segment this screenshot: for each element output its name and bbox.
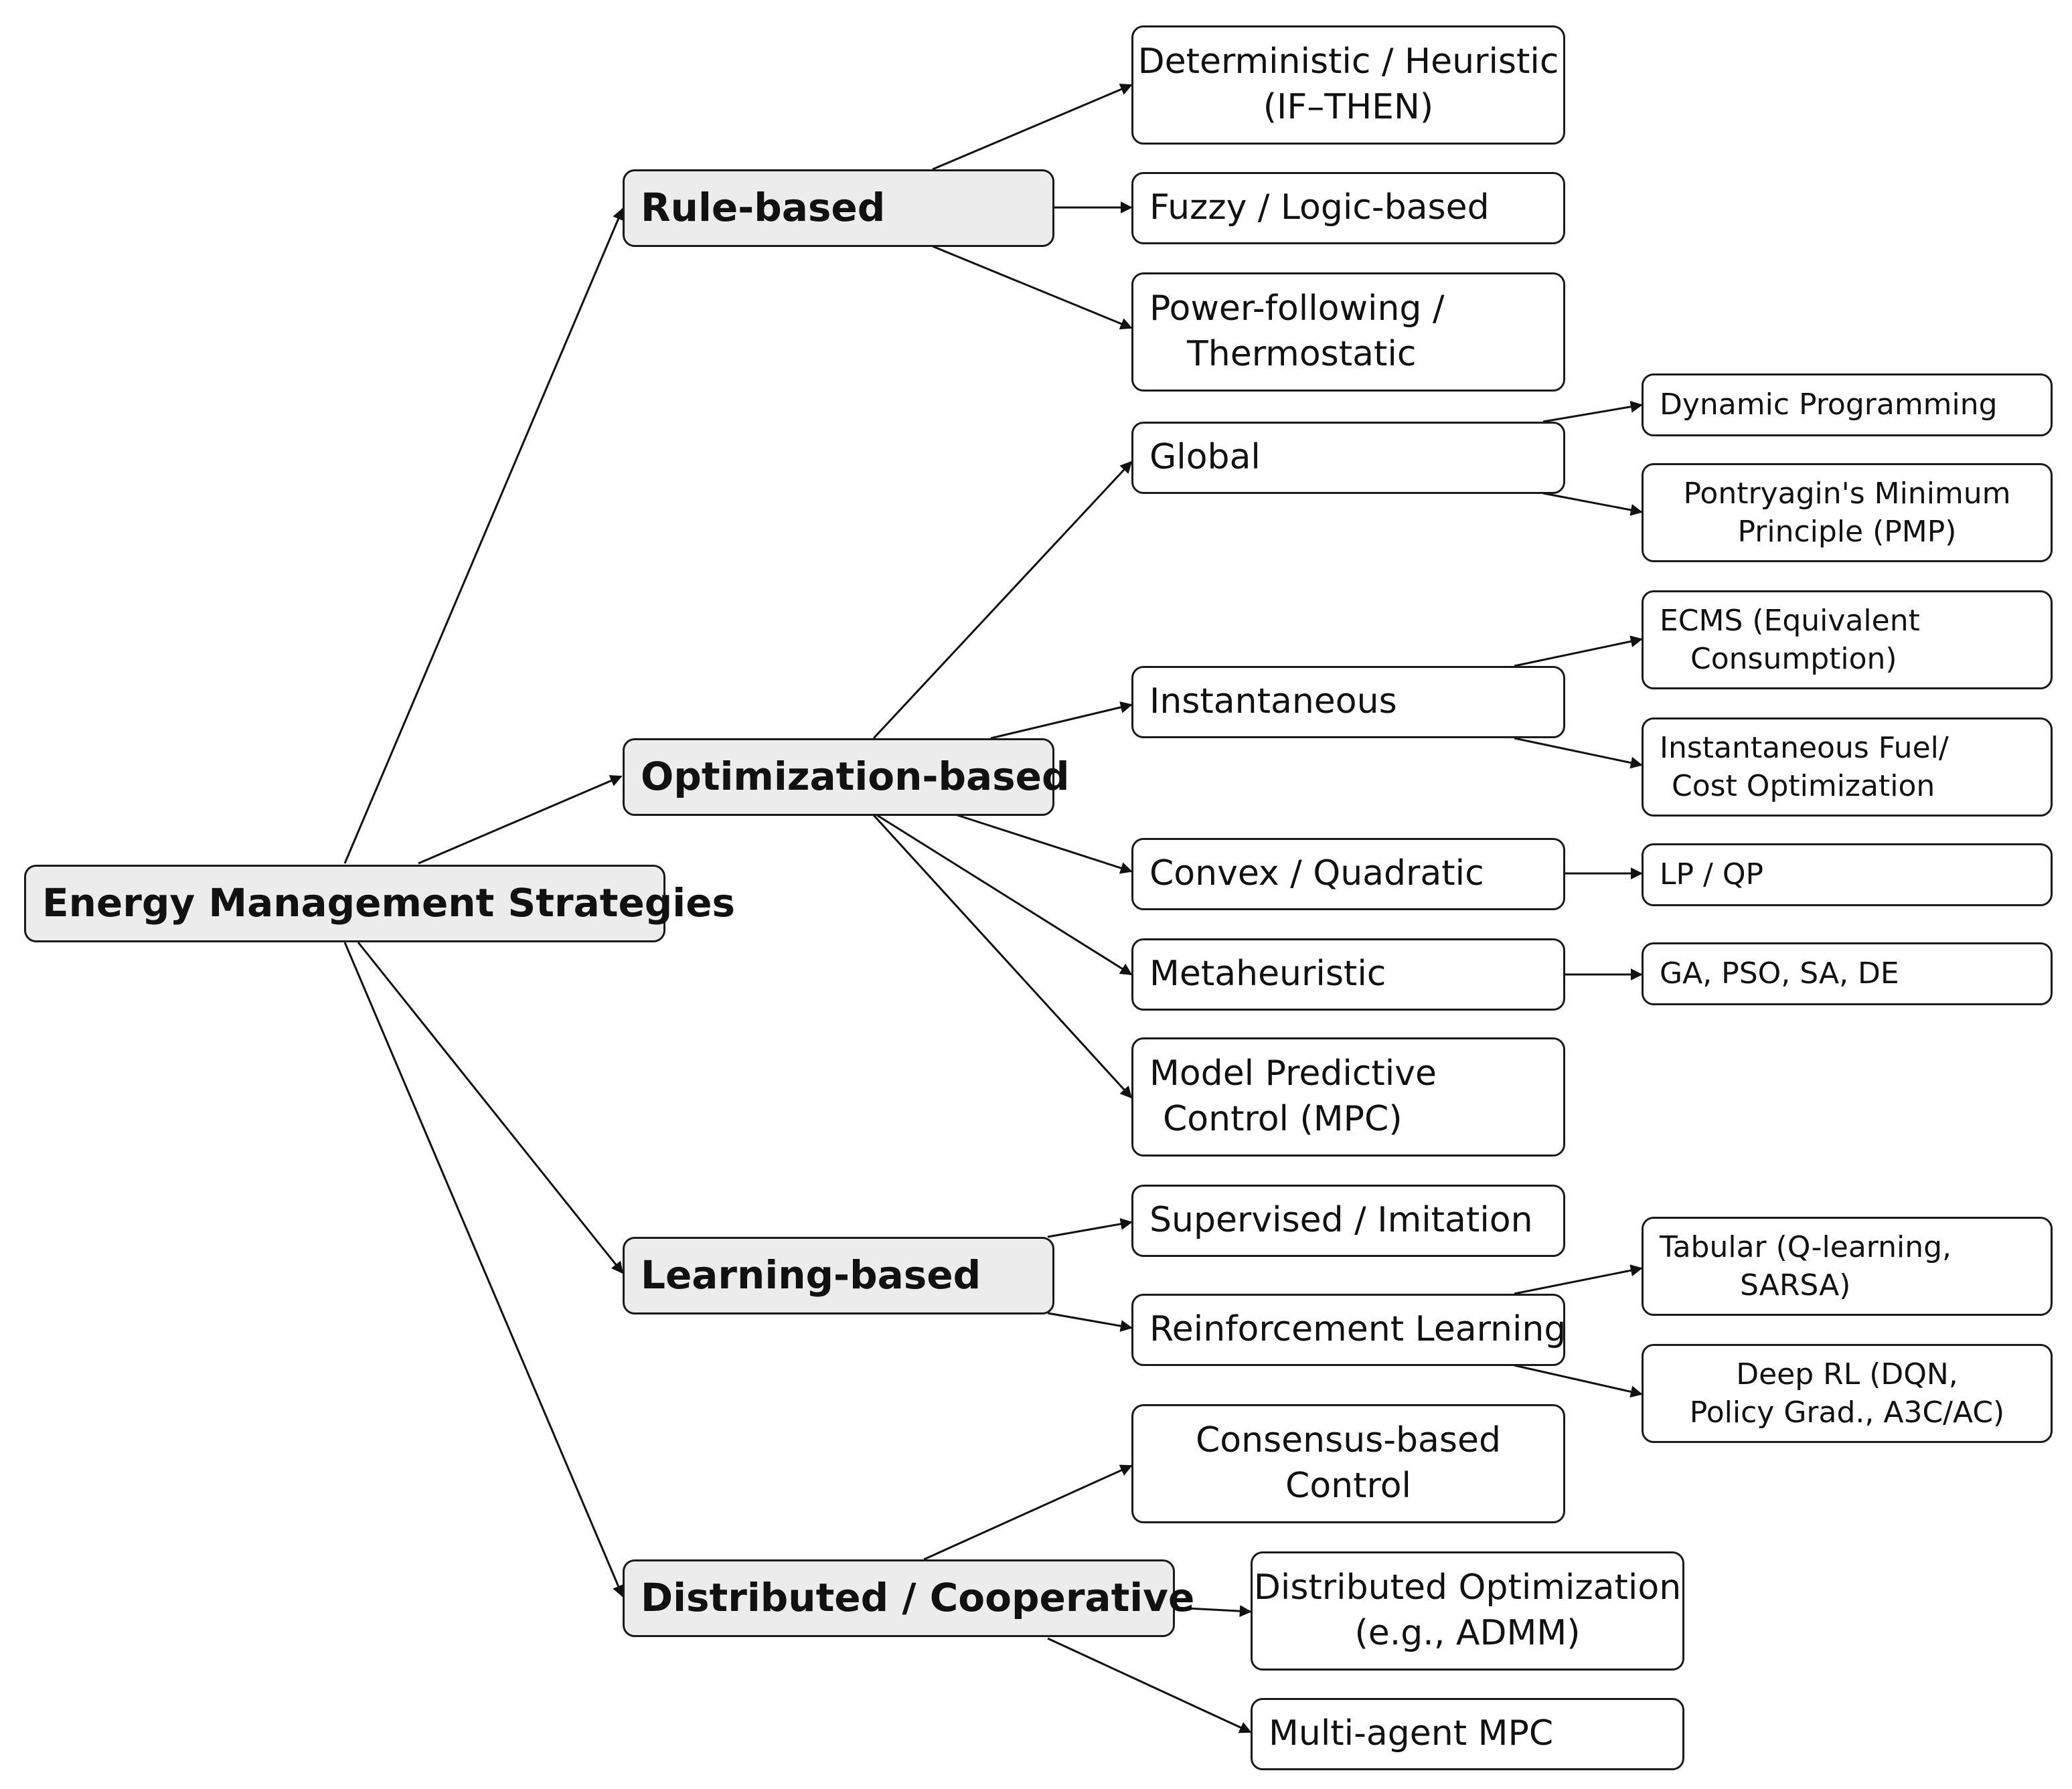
leaf-label-line2: Consumption) [1690, 642, 1897, 676]
category-label: Optimization-based [641, 754, 1070, 800]
node-label-line1: Model Predictive [1149, 1053, 1437, 1094]
node-deterministic-heuristic: Deterministic / Heuristic (IF–THEN) [1131, 25, 1565, 145]
node-label-line1: Power-following / [1149, 288, 1445, 329]
edge-root-opt [418, 775, 623, 865]
edge-dist-consensus [923, 1464, 1133, 1561]
node-label-line1: Distributed Optimization [1253, 1567, 1682, 1608]
category-learning-based: Learning-based [623, 1237, 1054, 1314]
leaf-lp-qp: LP / QP [1642, 843, 2053, 906]
node-power-following: Power-following / Thermostatic [1131, 272, 1565, 392]
leaf-tabular: Tabular (Q-learning, SARSA) [1642, 1217, 2053, 1316]
leaf-label-line1: Tabular (Q-learning, [1660, 1229, 1952, 1264]
node-instantaneous: Instantaneous [1131, 666, 1565, 738]
node-label: Metaheuristic [1149, 954, 1386, 995]
edge-dist-multiagent [1047, 1637, 1252, 1733]
edge-opt-instantaneous [990, 701, 1133, 740]
node-consensus-control: Consensus-based Control [1131, 1404, 1565, 1523]
node-model-predictive-control: Model Predictive Control (MPC) [1131, 1037, 1565, 1157]
node-metaheuristic: Metaheuristic [1131, 938, 1565, 1011]
edge-root-dist [343, 942, 624, 1598]
node-global: Global [1131, 422, 1565, 494]
node-label-line2: Thermostatic [1187, 334, 1417, 374]
root-node: Energy Management Strategies [24, 865, 735, 942]
leaf-label-line1: ECMS (Equivalent [1660, 603, 1920, 638]
leaf-label: Dynamic Programming [1660, 388, 1998, 422]
edge-learn-supervised [1047, 1217, 1133, 1238]
node-label: Reinforcement Learning [1149, 1309, 1567, 1350]
leaf-label-line2: Policy Grad., A3C/AC) [1689, 1395, 2005, 1430]
edge-rl-deeprl [1514, 1364, 1643, 1398]
edge-global-dp [1542, 400, 1643, 423]
edge-opt-metaheuristic [876, 814, 1133, 976]
node-label-line2: (e.g., ADMM) [1354, 1613, 1581, 1653]
edge-rule-power [932, 245, 1133, 330]
node-label: Supervised / Imitation [1149, 1200, 1533, 1241]
edge-global-pmp [1542, 492, 1643, 516]
node-label: Instantaneous [1149, 681, 1397, 722]
edge-inst-ecms [1514, 635, 1643, 667]
node-convex-quadratic: Convex / Quadratic [1131, 838, 1565, 910]
node-label: Convex / Quadratic [1149, 853, 1484, 894]
edge-dist-distopt [1174, 1605, 1252, 1618]
node-fuzzy-logic: Fuzzy / Logic-based [1131, 172, 1565, 244]
node-label: Fuzzy / Logic-based [1149, 187, 1490, 228]
category-label: Rule-based [641, 185, 886, 231]
node-reinforcement-learning: Reinforcement Learning [1131, 1294, 1567, 1366]
node-label-line1: Deterministic / Heuristic [1137, 41, 1559, 82]
node-label: Multi-agent MPC [1269, 1713, 1554, 1754]
edge-opt-mpc [872, 814, 1133, 1099]
node-distributed-optimization: Distributed Optimization (e.g., ADMM) [1251, 1551, 1684, 1671]
leaf-ecms: ECMS (Equivalent Consumption) [1642, 590, 2053, 689]
category-distributed-cooperative: Distributed / Cooperative [623, 1559, 1194, 1637]
node-supervised-imitation: Supervised / Imitation [1131, 1185, 1565, 1257]
root-label: Energy Management Strategies [42, 880, 736, 926]
edge-inst-fuel [1514, 737, 1643, 769]
leaf-label: LP / QP [1660, 857, 1764, 892]
leaf-label-line1: Instantaneous Fuel/ [1660, 730, 1949, 765]
category-rule-based: Rule-based [623, 169, 1054, 247]
node-label-line1: Consensus-based [1196, 1420, 1501, 1461]
category-optimization-based: Optimization-based [623, 738, 1070, 816]
edge-opt-convex [957, 814, 1133, 874]
category-label: Learning-based [641, 1252, 981, 1298]
leaf-pmp: Pontryagin's Minimum Principle (PMP) [1642, 463, 2053, 562]
edge-learn-rl [1047, 1312, 1133, 1333]
leaf-label-line1: Pontryagin's Minimum [1683, 476, 2011, 511]
leaf-label-line2: Cost Optimization [1672, 769, 1935, 803]
edge-root-rule [343, 207, 624, 864]
node-label-line2: Control (MPC) [1163, 1099, 1403, 1139]
node-label-line2: Control [1285, 1466, 1411, 1506]
node-multi-agent-mpc: Multi-agent MPC [1251, 1698, 1684, 1770]
leaf-ga-pso-sa-de: GA, PSO, SA, DE [1642, 942, 2053, 1005]
edge-rule-deterministic [932, 84, 1133, 171]
leaf-label-line1: Deep RL (DQN, [1736, 1357, 1958, 1391]
leaf-label: GA, PSO, SA, DE [1660, 956, 1899, 991]
node-label: Global [1149, 437, 1261, 478]
leaf-label-line2: SARSA) [1740, 1268, 1851, 1302]
leaf-dynamic-programming: Dynamic Programming [1642, 373, 2053, 436]
node-label-line2: (IF–THEN) [1263, 87, 1434, 127]
leaf-label-line2: Principle (PMP) [1737, 515, 1957, 549]
leaf-deep-rl: Deep RL (DQN, Policy Grad., A3C/AC) [1642, 1344, 2053, 1443]
edge-opt-global [872, 460, 1133, 740]
edge-rl-tabular [1514, 1264, 1643, 1295]
leaf-instantaneous-fuel: Instantaneous Fuel/ Cost Optimization [1642, 717, 2053, 817]
edge-root-learn [357, 942, 624, 1274]
category-label: Distributed / Cooperative [641, 1575, 1195, 1621]
